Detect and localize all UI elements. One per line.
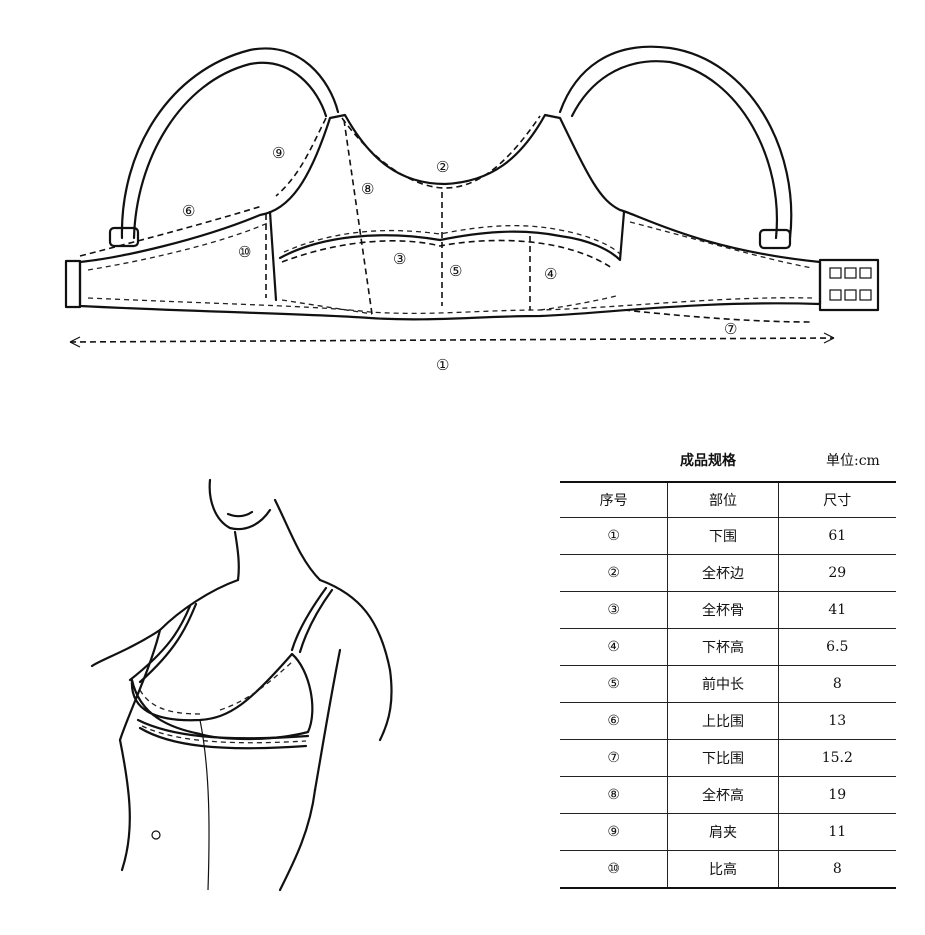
table-row: ④ 下杯高 6.5 [560,628,896,666]
table-row: ⑧ 全杯高 19 [560,776,896,814]
row-size: 6.5 [778,628,896,666]
label-5: ⑤ [449,262,462,280]
label-3: ③ [393,250,406,268]
row-part: 肩夹 [667,813,779,851]
row-part: 下杯高 [667,628,779,666]
row-num: ① [560,517,669,555]
label-2: ② [436,158,449,176]
label-7: ⑦ [724,320,737,338]
row-num: ④ [560,628,669,666]
row-part: 上比围 [667,702,779,740]
row-num: ③ [560,591,669,629]
row-num: ⑥ [560,702,669,740]
row-num: ⑩ [560,850,669,889]
row-size: 19 [778,776,896,814]
row-size: 61 [778,517,896,555]
spec-header-row: 序号 部位 尺寸 [560,481,896,518]
row-num: ② [560,554,669,592]
row-num: ⑤ [560,665,669,703]
table-row: ⑦ 下比围 15.2 [560,739,896,777]
cup-seam [268,210,626,302]
row-num: ⑦ [560,739,669,777]
spec-title: 成品规格 [680,453,736,469]
row-part: 前中长 [667,665,779,703]
row-num: ⑧ [560,776,669,814]
label-6: ⑥ [182,202,195,220]
row-size: 13 [778,702,896,740]
header-num: 序号 [560,481,669,518]
row-size: 29 [778,554,896,592]
measurement-arrows [69,115,835,348]
header-size: 尺寸 [778,481,896,518]
table-row: ③ 全杯骨 41 [560,591,896,629]
row-size: 11 [778,813,896,851]
row-size: 41 [778,591,896,629]
spec-table: 序号 部位 尺寸 ① 下围 61 ② 全杯边 29 ③ 全杯骨 41 ④ 下杯高… [560,481,896,889]
right-strap-slider [758,228,792,250]
table-row: ⑤ 前中长 8 [560,665,896,703]
left-strap [120,47,340,240]
row-size: 8 [778,665,896,703]
band-stitch [87,221,813,315]
right-strap [558,45,793,240]
figure-illustration [90,478,393,892]
hook-eyes [829,267,872,301]
label-9: ⑨ [272,144,285,162]
table-row: ⑥ 上比围 13 [560,702,896,740]
table-row: ① 下围 61 [560,517,896,555]
label-1: ① [436,356,449,374]
hook-eye-closure [818,258,880,312]
row-part: 比高 [667,850,779,889]
left-strap-slider [108,226,140,248]
table-row: ⑩ 比高 8 [560,850,896,889]
row-part: 下比围 [667,739,779,777]
cup-seam-stitch [283,225,621,255]
row-part: 全杯骨 [667,591,779,629]
spec-unit: 单位:cm [826,453,880,469]
table-row: ⑨ 肩夹 11 [560,813,896,851]
band-outline [78,113,822,321]
row-num: ⑨ [560,813,669,851]
label-4: ④ [544,265,557,283]
cup-lower-stitch [281,295,617,315]
band-left-end [64,259,82,309]
header-part: 部位 [667,481,779,518]
label-10: ⑩ [238,243,251,261]
bra-measurement-diagram: ① ② ③ ④ ⑤ ⑥ ⑦ ⑧ ⑨ ⑩ [64,45,880,374]
row-part: 全杯边 [667,554,779,592]
row-size: 8 [778,850,896,889]
table-row: ② 全杯边 29 [560,554,896,592]
row-part: 全杯高 [667,776,779,814]
row-size: 15.2 [778,739,896,777]
row-part: 下围 [667,517,779,555]
label-8: ⑧ [361,180,374,198]
